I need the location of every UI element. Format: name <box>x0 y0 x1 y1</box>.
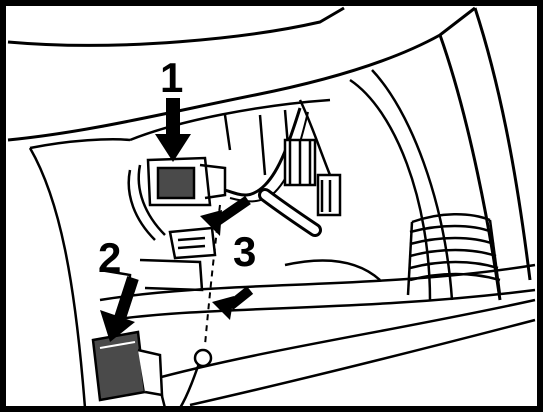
arrow-2 <box>100 276 139 342</box>
corrugated-holder <box>406 213 502 296</box>
fastener-point <box>193 348 213 368</box>
arrow-1 <box>155 98 191 162</box>
retaining-clip <box>168 226 217 260</box>
callout-label-1: 1 <box>160 54 183 101</box>
upper-body-panel <box>7 6 532 301</box>
part-1-bulb-socket <box>127 156 227 241</box>
arrow-3a <box>200 195 251 236</box>
arrow-3b <box>212 286 254 320</box>
right-connector <box>283 138 342 217</box>
part-2-connector <box>91 330 164 402</box>
bottom-rim <box>99 259 536 407</box>
callout-label-3: 3 <box>233 228 256 275</box>
callout-label-2: 2 <box>98 234 121 281</box>
